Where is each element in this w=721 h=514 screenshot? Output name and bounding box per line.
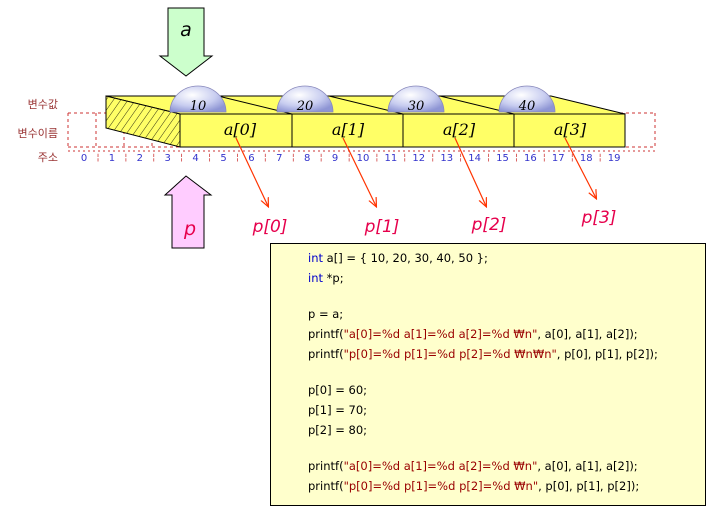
value-text-1: 20 xyxy=(296,99,314,114)
address-10: 10 xyxy=(357,153,370,164)
pointer-label-3: p[3] xyxy=(581,208,617,228)
address-separator: ¦ xyxy=(375,153,378,163)
pointer-p-arrow: p xyxy=(163,175,213,249)
address-separator: ¦ xyxy=(487,153,490,163)
name-a2: a[2] xyxy=(443,120,476,139)
name-a3: a[3] xyxy=(554,120,587,139)
address-separator: ¦ xyxy=(236,153,239,163)
address-separator: ¦ xyxy=(515,153,518,163)
address-4: 4 xyxy=(192,153,198,164)
code-string: "p[0]=%d p[1]=%d p[2]=%d ₩n" xyxy=(343,479,539,493)
address-9: 9 xyxy=(332,153,338,164)
address-6: 6 xyxy=(248,153,254,164)
code-line: p[2] = 80; xyxy=(308,423,367,437)
value-dome-3: 40 xyxy=(498,85,556,114)
code-text: printf( xyxy=(308,327,344,341)
address-19: 19 xyxy=(608,153,621,164)
code-text: printf( xyxy=(308,459,344,473)
address-labels: 0 1 ¦ 2 ¦ 3 ¦ 4 ¦ 5 ¦ 6 ¦ 7 ¦ 8 ¦ 9 ¦ 10 ¦ 11 ¦ 12 ¦ 13 ¦ 14 ¦ 15 ¦ 16 ¦… xyxy=(81,153,621,164)
row-label-value: 변수값 xyxy=(28,98,58,111)
row-label-name: 변수이름 xyxy=(18,127,58,140)
pointer-label-1: p[1] xyxy=(364,217,400,237)
address-12: 12 xyxy=(412,153,425,164)
array-a-label: a xyxy=(180,19,192,41)
value-dome-1: 20 xyxy=(276,85,334,114)
code-text: printf( xyxy=(308,347,344,361)
address-separator: ¦ xyxy=(459,153,462,163)
address-18: 18 xyxy=(580,153,593,164)
address-8: 8 xyxy=(304,153,310,164)
address-13: 13 xyxy=(440,153,453,164)
address-7: 7 xyxy=(276,153,282,164)
address-separator: ¦ xyxy=(96,153,99,163)
address-3: 3 xyxy=(165,153,171,164)
cell-a2 xyxy=(402,113,515,148)
code-string: "a[0]=%d a[1]=%d a[2]=%d ₩n" xyxy=(343,459,538,473)
pointer-label-0: p[0] xyxy=(252,217,288,237)
array-block xyxy=(105,95,626,148)
address-16: 16 xyxy=(524,153,537,164)
array-a-pointer: a xyxy=(158,7,214,77)
code-line: printf("p[0]=%d p[1]=%d p[2]=%d ₩n₩n", p… xyxy=(308,347,658,361)
code-string: "a[0]=%d a[1]=%d a[2]=%d ₩n" xyxy=(343,327,538,341)
pointer-label-2: p[2] xyxy=(471,215,507,235)
code-keyword: int xyxy=(308,251,323,265)
address-separator: ¦ xyxy=(348,153,351,163)
address-separator: ¦ xyxy=(320,153,323,163)
address-separator: ¦ xyxy=(152,153,155,163)
code-text: , a[0], a[1], a[2]); xyxy=(537,459,638,473)
address-separator: ¦ xyxy=(599,153,602,163)
address-separator: ¦ xyxy=(571,153,574,163)
value-text-3: 40 xyxy=(518,99,536,114)
address-15: 15 xyxy=(496,153,509,164)
code-text: a[] = { 10, 20, 30, 40, 50 }; xyxy=(323,251,488,265)
row-label-address: 주소 xyxy=(38,151,58,164)
code-listing: int a[] = { 10, 20, 30, 40, 50 };int *p;… xyxy=(270,243,706,506)
address-separator: ¦ xyxy=(292,153,295,163)
value-dome-2: 30 xyxy=(387,85,445,114)
code-text: , p[0], p[1], p[2]); xyxy=(556,347,658,361)
address-1: 1 xyxy=(109,153,115,164)
address-separator: ¦ xyxy=(124,153,127,163)
code-line: p = a; xyxy=(308,307,343,321)
pointer-p-label: p xyxy=(183,218,196,240)
address-separator: ¦ xyxy=(403,153,406,163)
code-text: , p[0], p[1], p[2]); xyxy=(538,479,640,493)
code-line: p[0] = 60; xyxy=(308,383,367,397)
value-dome-0: 10 xyxy=(169,85,227,114)
value-text-2: 30 xyxy=(408,99,425,114)
address-17: 17 xyxy=(552,153,565,164)
cell-a3 xyxy=(513,113,626,148)
address-separator: ¦ xyxy=(543,153,546,163)
address-2: 2 xyxy=(137,153,143,164)
pointer-arrows xyxy=(235,137,596,206)
address-14: 14 xyxy=(468,153,481,164)
code-text: p[2] = 80; xyxy=(308,423,368,437)
address-separator: ¦ xyxy=(208,153,211,163)
code-keyword: int xyxy=(308,271,323,285)
code-line: int a[] = { 10, 20, 30, 40, 50 }; xyxy=(308,251,488,265)
name-a0: a[0] xyxy=(224,120,257,139)
value-text-0: 10 xyxy=(190,99,207,114)
code-text: printf( xyxy=(308,479,344,493)
code-line: printf("p[0]=%d p[1]=%d p[2]=%d ₩n", p[0… xyxy=(308,479,639,493)
address-separator: ¦ xyxy=(180,153,183,163)
address-11: 11 xyxy=(385,153,398,164)
code-text: p = a; xyxy=(308,307,344,321)
code-line: printf("a[0]=%d a[1]=%d a[2]=%d ₩n", a[0… xyxy=(308,327,638,341)
code-text: p[0] = 60; xyxy=(308,383,368,397)
address-separator: ¦ xyxy=(431,153,434,163)
address-5: 5 xyxy=(220,153,226,164)
code-line: printf("a[0]=%d a[1]=%d a[2]=%d ₩n", a[0… xyxy=(308,459,638,473)
code-line: int *p; xyxy=(308,271,344,285)
code-text: , a[0], a[1], a[2]); xyxy=(537,327,638,341)
code-string: "p[0]=%d p[1]=%d p[2]=%d ₩n₩n" xyxy=(343,347,557,361)
address-separator: ¦ xyxy=(264,153,267,163)
code-line: p[1] = 70; xyxy=(308,403,367,417)
code-text: *p; xyxy=(323,271,344,285)
name-a1: a[1] xyxy=(332,120,365,139)
code-text: p[1] = 70; xyxy=(308,403,368,417)
address-0: 0 xyxy=(81,153,87,164)
